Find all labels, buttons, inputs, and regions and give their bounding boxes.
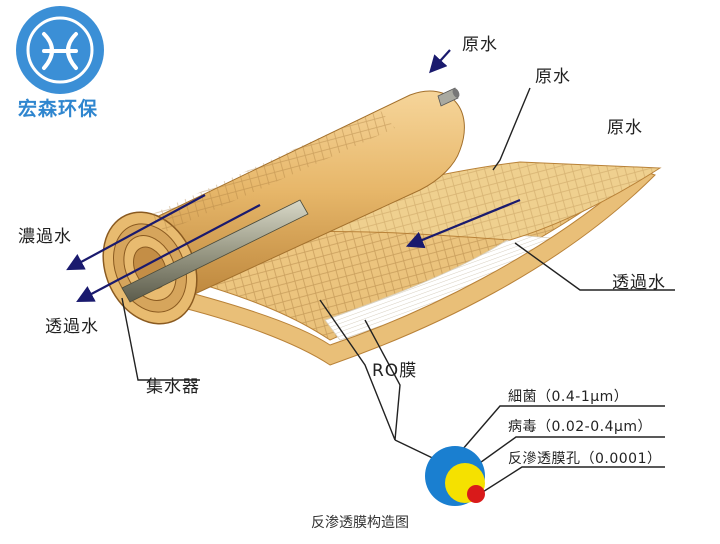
concentrate-arrow (66, 194, 206, 271)
membrane-roll (102, 87, 465, 325)
raw-water-arrow (405, 198, 521, 249)
label-collector: 集水器 (146, 377, 200, 397)
raw-water-top-arrow (429, 49, 451, 74)
pore-leader (477, 466, 665, 496)
label-raw-water-top: 原水 (462, 35, 498, 55)
ro-leader-2 (364, 319, 401, 441)
legend-bacteria: 細菌（0.4-1μm） (508, 389, 629, 405)
permeate-arrow (76, 204, 261, 303)
label-permeate-right: 透過水 (612, 273, 666, 293)
raw-water-mid-leader (492, 87, 531, 171)
collector-leader (121, 297, 200, 381)
legend-virus: 病毒（0.02-0.4μm） (508, 419, 653, 435)
label-permeate-left: 透過水 (45, 317, 99, 337)
ro-leader-1 (319, 299, 396, 441)
particle-size-icons (425, 446, 485, 506)
virus-leader (469, 436, 665, 471)
permeate-right-leader (514, 242, 675, 291)
brand-logo (16, 6, 104, 94)
label-ro-membrane: RO膜 (372, 361, 418, 381)
legend-pore: 反滲透膜孔（0.0001） (508, 451, 662, 467)
label-raw-water-right: 原水 (607, 118, 643, 138)
raw-water-right-leader (560, 135, 605, 150)
flow-arrows (66, 49, 521, 303)
brand-name: 宏森环保 (18, 98, 99, 120)
bacteria-leader (461, 405, 665, 451)
diagram-caption: 反渗透膜构造图 (311, 515, 409, 531)
membrane-sheets (149, 161, 662, 366)
label-raw-water-mid: 原水 (535, 67, 571, 87)
pore-circle (467, 485, 485, 503)
label-concentrate: 濃過水 (18, 227, 72, 247)
